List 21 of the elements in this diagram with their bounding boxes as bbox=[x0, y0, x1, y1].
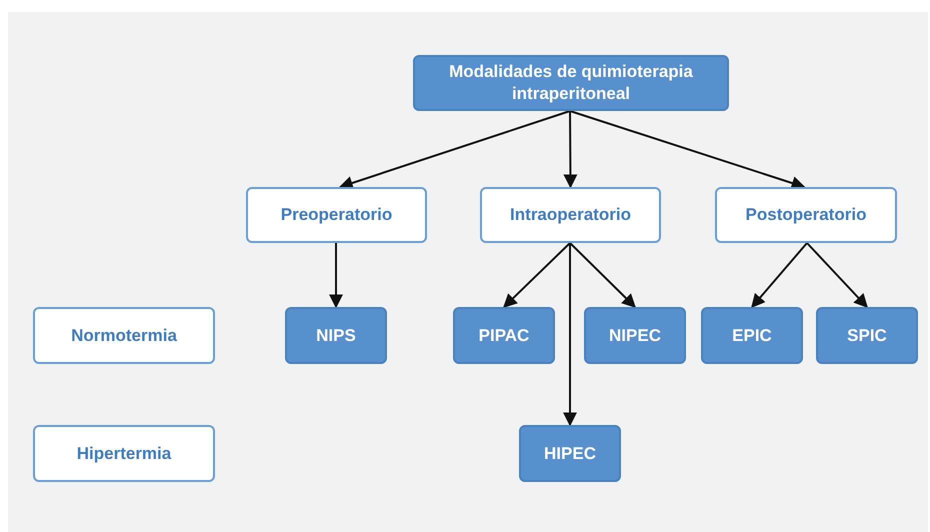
category-box: HIPEC bbox=[519, 425, 621, 482]
arrow bbox=[751, 242, 808, 308]
arrow bbox=[563, 243, 577, 426]
label-box: Intraoperatorio bbox=[480, 187, 661, 243]
category-box: NIPEC bbox=[584, 307, 686, 364]
category-box: PIPAC bbox=[453, 307, 555, 364]
label-box: Normotermia bbox=[33, 307, 215, 364]
category-box: NIPS bbox=[285, 307, 387, 364]
arrow bbox=[338, 110, 570, 190]
label-box: Hipertermia bbox=[33, 425, 215, 482]
label-box: Preoperatorio bbox=[246, 187, 427, 243]
arrow bbox=[329, 243, 343, 308]
label-box: Postoperatorio bbox=[715, 187, 897, 243]
arrow bbox=[806, 242, 868, 308]
arrow bbox=[569, 242, 636, 308]
category-box: Modalidades de quimioterapia intraperitoneal bbox=[413, 55, 729, 111]
arrow bbox=[503, 242, 571, 308]
arrow bbox=[563, 111, 578, 188]
arrow bbox=[570, 110, 806, 190]
category-box: EPIC bbox=[701, 307, 803, 364]
category-box: SPIC bbox=[816, 307, 918, 364]
